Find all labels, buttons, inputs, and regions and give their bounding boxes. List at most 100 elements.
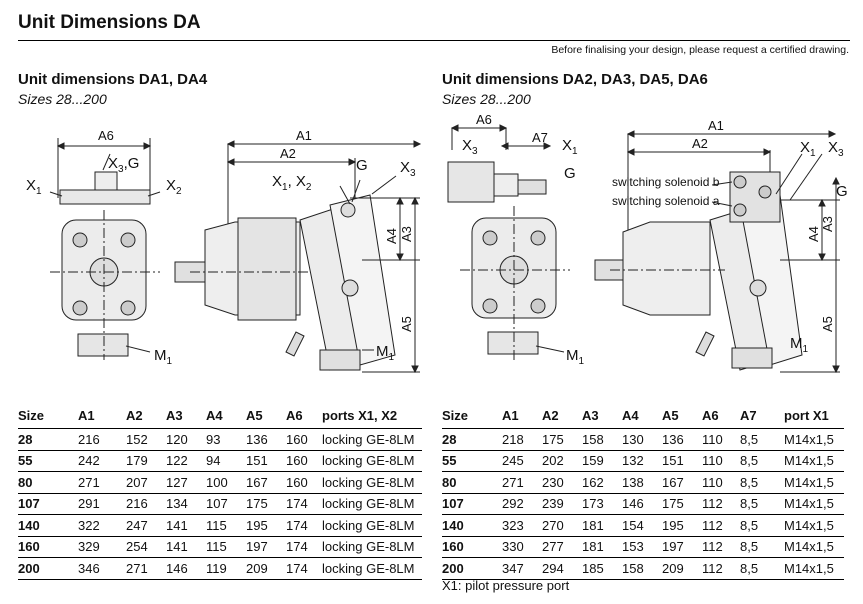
table-cell: 154 [622, 514, 662, 537]
right-section-subtitle: Sizes 28...200 [442, 91, 531, 107]
right-label-a5: A5 [820, 316, 835, 332]
right-label-m1-front: M1 [566, 347, 585, 367]
table-cell: M14x1,5 [784, 536, 844, 558]
column-header: Size [442, 405, 502, 429]
size-cell: 200 [18, 557, 78, 580]
table-cell: 146 [166, 557, 206, 580]
column-header: A4 [206, 405, 246, 429]
table-cell: 158 [622, 557, 662, 580]
table-cell: 230 [542, 471, 582, 494]
column-header: port X1 [784, 405, 844, 429]
table-cell: 167 [246, 471, 286, 494]
table-cell: 330 [502, 536, 542, 558]
left-section-title: Unit dimensions DA1, DA4 [18, 71, 208, 88]
size-cell: 28 [442, 428, 502, 451]
left-dimension-drawing: A6 X1 X2 X3,G M1 A1 A2 X1, X2 G X3 M1 A4… [26, 128, 422, 374]
table-cell: 245 [502, 450, 542, 472]
column-header: A5 [662, 405, 702, 429]
size-cell: 200 [442, 557, 502, 580]
size-cell: 140 [442, 514, 502, 537]
right-side-view [594, 130, 840, 374]
table-cell: 112 [702, 493, 740, 515]
table-cell: 181 [582, 536, 622, 558]
table-cell: 271 [78, 471, 126, 494]
table-cell: 216 [126, 493, 166, 515]
column-header: A1 [78, 405, 126, 429]
table-cell: 174 [286, 514, 322, 537]
table-cell: locking GE-8LM [322, 514, 422, 537]
size-cell: 55 [442, 450, 502, 472]
table-cell: 323 [502, 514, 542, 537]
table-cell: locking GE-8LM [322, 557, 422, 580]
table-cell: 347 [502, 557, 542, 580]
table-cell: 94 [206, 450, 246, 472]
left-front-view [49, 138, 161, 360]
column-header: A5 [246, 405, 286, 429]
switching-solenoid-a-label: switching solenoid a [612, 194, 720, 208]
left-label-a5: A5 [399, 316, 414, 332]
column-header: A6 [286, 405, 322, 429]
left-label-x2: X2 [166, 177, 182, 197]
table-cell: 8,5 [740, 557, 784, 580]
table-cell: 174 [286, 536, 322, 558]
table-cell: 159 [582, 450, 622, 472]
right-label-x1-side: X1 [800, 139, 816, 159]
right-section-title: Unit dimensions DA2, DA3, DA5, DA6 [442, 71, 708, 88]
table-header-row: Size A1 A2 A3 A4 A5 A6 ports X1, X2 [18, 405, 422, 429]
table-cell: 141 [166, 514, 206, 537]
table-cell: 8,5 [740, 536, 784, 558]
table-cell: 195 [662, 514, 702, 537]
table-cell: locking GE-8LM [322, 450, 422, 472]
table-cell: 322 [78, 514, 126, 537]
table-cell: 175 [662, 493, 702, 515]
table-cell: locking GE-8LM [322, 428, 422, 451]
pilot-pressure-footnote: X1: pilot pressure port [442, 578, 570, 593]
table-cell: 136 [662, 428, 702, 451]
left-label-a2: A2 [280, 146, 296, 161]
right-label-a4: A4 [806, 226, 821, 242]
column-header: ports X1, X2 [322, 405, 422, 429]
right-label-x3-front: X3 [462, 137, 478, 157]
left-label-x3g: X3,G [108, 155, 139, 175]
table-cell: 181 [582, 514, 622, 537]
title-rule [18, 40, 850, 41]
table-cell: 130 [622, 428, 662, 451]
size-cell: 107 [18, 493, 78, 515]
column-header: A1 [502, 405, 542, 429]
table-cell: 271 [502, 471, 542, 494]
table-cell: 270 [542, 514, 582, 537]
right-dimension-drawing: A6 A7 X3 X1 G M1 A1 A2 switching solenoi… [447, 112, 848, 374]
table-cell: 291 [78, 493, 126, 515]
left-label-a3: A3 [399, 226, 414, 242]
size-cell: 55 [18, 450, 78, 472]
table-cell: 8,5 [740, 428, 784, 451]
table-cell: 110 [702, 471, 740, 494]
table-cell: 134 [166, 493, 206, 515]
table-cell: locking GE-8LM [322, 471, 422, 494]
table-cell: 138 [622, 471, 662, 494]
table-cell: 216 [78, 428, 126, 451]
table-cell: 277 [542, 536, 582, 558]
table-cell: 209 [246, 557, 286, 580]
column-header: Size [18, 405, 78, 429]
table-cell: 119 [206, 557, 246, 580]
table-cell: 160 [286, 450, 322, 472]
column-header: A6 [702, 405, 740, 429]
table-cell: 146 [622, 493, 662, 515]
right-label-g-side: G [836, 183, 848, 200]
table-cell: 160 [286, 428, 322, 451]
left-label-m1-front: M1 [154, 347, 173, 367]
table-cell: 110 [702, 450, 740, 472]
table-cell: 151 [246, 450, 286, 472]
table-cell: 346 [78, 557, 126, 580]
